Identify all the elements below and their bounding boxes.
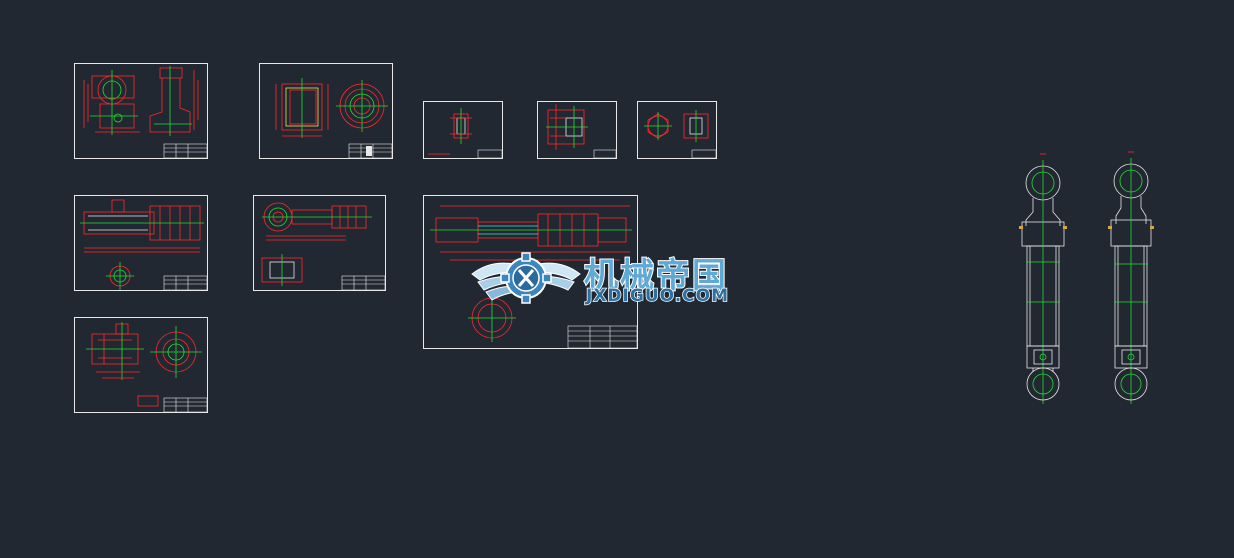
drawing-sheet-1[interactable] (74, 63, 208, 159)
drawing-sheet-5[interactable] (637, 101, 717, 159)
watermark-domain: JXDIGUO.COM (585, 285, 730, 307)
drawing-sheet-9[interactable] (74, 317, 208, 413)
gear-wings-logo-icon (471, 252, 581, 304)
drawing-sheet-8-assembly[interactable] (423, 195, 638, 349)
drawing-sheet-2[interactable] (259, 63, 393, 159)
drawing-sheet-4[interactable] (537, 101, 617, 159)
drawing-sheet-7[interactable] (253, 195, 386, 291)
watermark-title-cn: 机械帝国 (583, 255, 728, 297)
hydraulic-cylinder-drawing-2[interactable] (1108, 151, 1154, 404)
site-watermark: 机械帝国 JXDIGUO.COM (470, 246, 770, 310)
hydraulic-cylinder-drawing-1[interactable] (1019, 153, 1067, 404)
drawing-sheet-3[interactable] (423, 101, 503, 159)
drawing-sheet-6[interactable] (74, 195, 208, 291)
